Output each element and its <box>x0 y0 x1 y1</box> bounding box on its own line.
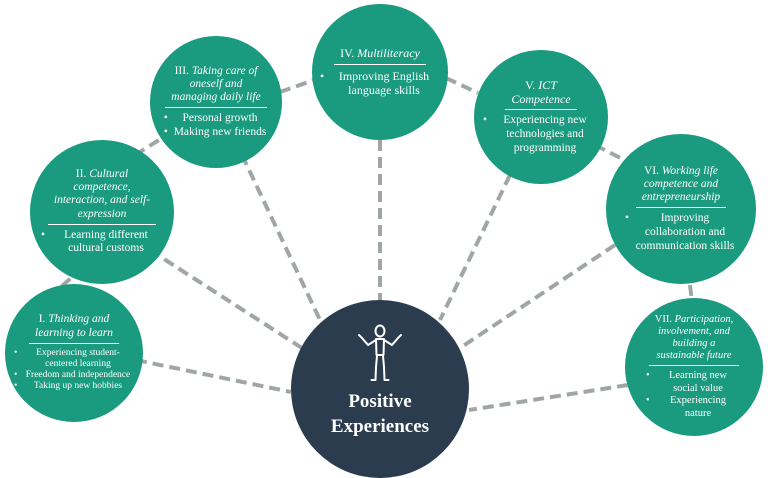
connector-spoke-i <box>135 358 292 394</box>
connector-spoke-ii <box>148 248 307 352</box>
title-line: sustainable future <box>656 350 732 362</box>
title-line: ICT <box>538 77 557 92</box>
node-title: III. Taking care of oneself and managing… <box>165 64 267 109</box>
list-item: Making new friends <box>164 126 267 140</box>
list-item: Taking up new hobbies <box>14 381 132 392</box>
item-list: Personal growth Making new friends <box>164 112 267 140</box>
node-participation: VII. Participation, involvement, and bui… <box>625 298 763 436</box>
item-list: Improving collaboration and communicatio… <box>625 212 735 253</box>
title-line: oneself and <box>189 77 243 90</box>
title-line: involvement, and <box>658 326 730 338</box>
node-title: VII. Participation, involvement, and bui… <box>648 314 740 367</box>
node-number: I. <box>38 313 46 326</box>
node-title: I. Thinking and learning to learn <box>29 313 119 344</box>
list-item: Learning new social value <box>646 370 740 395</box>
node-title: V. ICT Competence <box>505 77 577 111</box>
list-item: Experiencing new technologies and progra… <box>483 114 597 155</box>
title-line: expression <box>77 207 127 220</box>
list-item: Experiencing student-centered learning <box>14 348 132 370</box>
connector-link-vi-vii <box>688 284 694 303</box>
node-ict-competence: V. ICT Competence Experiencing new techn… <box>474 50 608 184</box>
title-line: building a <box>672 338 716 350</box>
node-taking-care: III. Taking care of oneself and managing… <box>150 36 282 168</box>
connector-link-iii-iv <box>279 78 315 94</box>
list-item: Experiencing nature <box>646 395 740 420</box>
node-title: IV. Multiliteracy <box>334 45 426 65</box>
node-working-life: VI. Working life competence and entrepre… <box>606 134 756 284</box>
node-number: II. <box>75 168 87 180</box>
title-line: Cultural <box>89 168 129 180</box>
node-number: III. <box>174 64 189 77</box>
list-item: Freedom and independence <box>14 370 132 381</box>
title-line: Taking care of <box>191 64 258 77</box>
title-line: Multiliteracy <box>357 45 420 60</box>
hub-label-line: Experiences <box>330 415 430 437</box>
connector-spoke-iii <box>240 154 322 321</box>
node-title: VI. Working life competence and entrepre… <box>635 164 727 209</box>
connector-spoke-vii <box>468 383 629 412</box>
title-line: competence, <box>73 181 131 194</box>
title-line: Participation, <box>674 314 734 326</box>
node-number: VI. <box>643 164 659 177</box>
node-cultural-competence: II. Cultural competence, interaction, an… <box>30 140 174 284</box>
list-item: Improving collaboration and communicatio… <box>625 212 735 253</box>
node-title: II. Cultural competence, interaction, an… <box>47 168 157 225</box>
list-item: Learning different cultural customs <box>41 229 161 256</box>
title-line: Competence <box>511 91 571 106</box>
title-line: Thinking and <box>48 313 110 326</box>
hub-positive-experiences: Positive Experiences <box>291 300 469 478</box>
list-item: Improving English language skills <box>320 69 438 97</box>
title-line: Working life <box>661 164 718 177</box>
list-item: Personal growth <box>164 112 267 126</box>
item-list: Improving English language skills <box>320 69 438 97</box>
node-thinking-learning: I. Thinking and learning to learn Experi… <box>5 284 143 422</box>
node-number: VII. <box>654 314 672 326</box>
connector-link-iv-v <box>445 76 479 95</box>
item-list: Experiencing student-centered learning F… <box>14 348 132 393</box>
hub-label: Positive Experiences <box>291 390 469 439</box>
title-line: entrepreneurship <box>641 191 721 204</box>
title-line: managing daily life <box>171 91 261 104</box>
node-multiliteracy: IV. Multiliteracy Improving English lang… <box>312 4 448 140</box>
item-list: Experiencing new technologies and progra… <box>483 114 597 155</box>
connector-spoke-v <box>438 174 512 321</box>
node-number: V. <box>525 77 536 92</box>
figure-icon <box>358 324 402 381</box>
connector-spoke-vi <box>458 243 617 350</box>
hub-label-line: Positive <box>348 391 412 412</box>
title-line: interaction, and self- <box>53 194 151 207</box>
item-list: Learning different cultural customs <box>41 229 161 256</box>
title-line: competence and <box>643 178 719 191</box>
title-line: learning to learn <box>35 326 113 339</box>
item-list: Learning new social value Experiencing n… <box>646 370 740 420</box>
node-number: IV. <box>340 45 355 60</box>
